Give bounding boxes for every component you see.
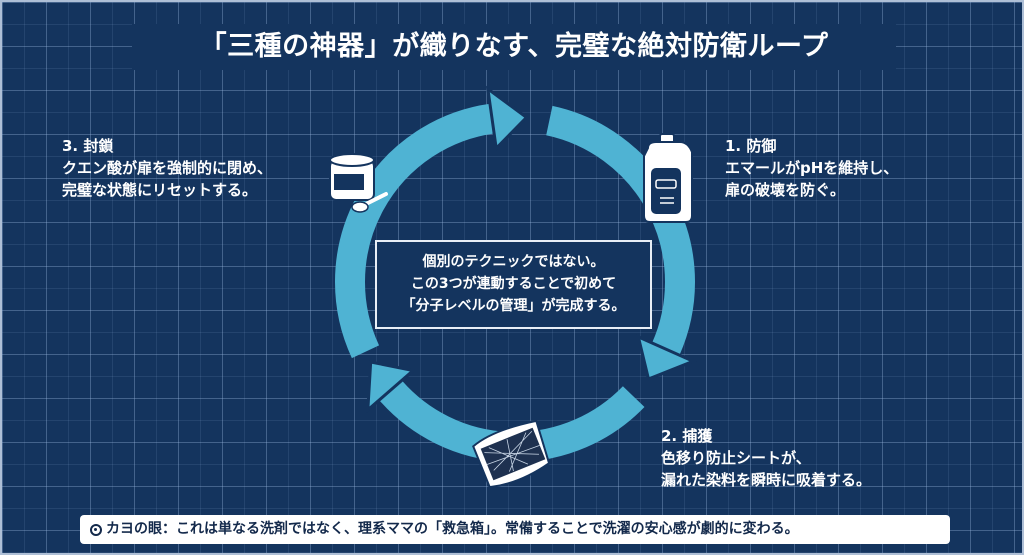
arrow-bottle-to-sheet-head — [636, 334, 698, 382]
step-2-capture: 2. 捕獲 色移り防止シートが、 漏れた染料を瞬時に吸着する。 — [661, 425, 871, 491]
color-catcher-sheet-icon — [472, 419, 551, 489]
center-message-box: 個別のテクニックではない。 この3つが連動することで初めて 「分子レベルの管理」… — [375, 240, 652, 329]
slide-title: 「三種の神器」が織りなす、完璧な絶対防衛ループ — [132, 24, 896, 70]
center-line1: 個別のテクニックではない。 — [422, 254, 605, 270]
detergent-bottle-icon — [643, 133, 693, 223]
banner-text: カヨの眼：これは単なる洗剤ではなく、理系ママの「救急箱」。常備することで洗濯の安… — [106, 521, 799, 537]
center-line2: この3つが連動することで初めて — [410, 276, 617, 292]
step-2-line1: 色移り防止シートが、 — [661, 449, 811, 467]
step-3-line2: 完璧な状態にリセットする。 — [62, 181, 258, 199]
step-1-defense: 1. 防御 エマールがpHを維持し、 扉の破壊を防ぐ。 — [725, 135, 898, 201]
citric-acid-jar-icon — [329, 153, 388, 213]
step-1-line2: 扉の破壊を防ぐ。 — [725, 181, 846, 199]
step-1-heading: 1. 防御 — [725, 137, 777, 155]
center-line3: 「分子レベルの管理」が完成する。 — [401, 298, 626, 314]
step-3-seal: 3. 封鎖 クエン酸が扉を強制的に閉め、 完璧な状態にリセットする。 — [62, 135, 272, 201]
bottom-banner: カヨの眼：これは単なる洗剤ではなく、理系ママの「救急箱」。常備することで洗濯の安… — [80, 515, 950, 544]
step-3-line1: クエン酸が扉を強制的に閉め、 — [62, 159, 273, 177]
step-3-heading: 3. 封鎖 — [62, 137, 114, 155]
arrow-jar-to-bottle-head — [485, 85, 529, 152]
step-1-line1: エマールがpHを維持し、 — [725, 159, 899, 177]
step-2-line2: 漏れた染料を瞬時に吸着する。 — [661, 471, 872, 489]
eye-icon — [90, 524, 102, 536]
step-2-heading: 2. 捕獲 — [661, 427, 713, 445]
arrow-sheet-to-jar-head — [366, 360, 417, 414]
